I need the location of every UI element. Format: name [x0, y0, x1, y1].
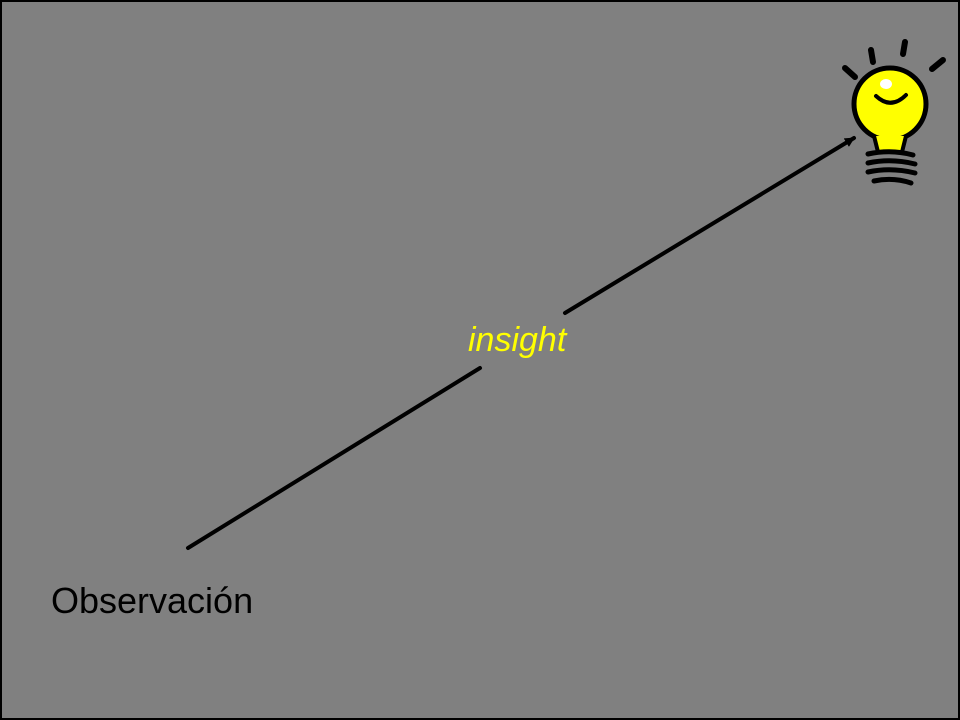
edge-label-insight: insight	[468, 321, 567, 359]
insight-arrow-lower-segment	[186, 366, 482, 550]
node-label-observation: Observación	[51, 580, 254, 621]
lightbulb-icon	[842, 39, 946, 186]
insight-arrow-upper-segment	[563, 136, 856, 315]
